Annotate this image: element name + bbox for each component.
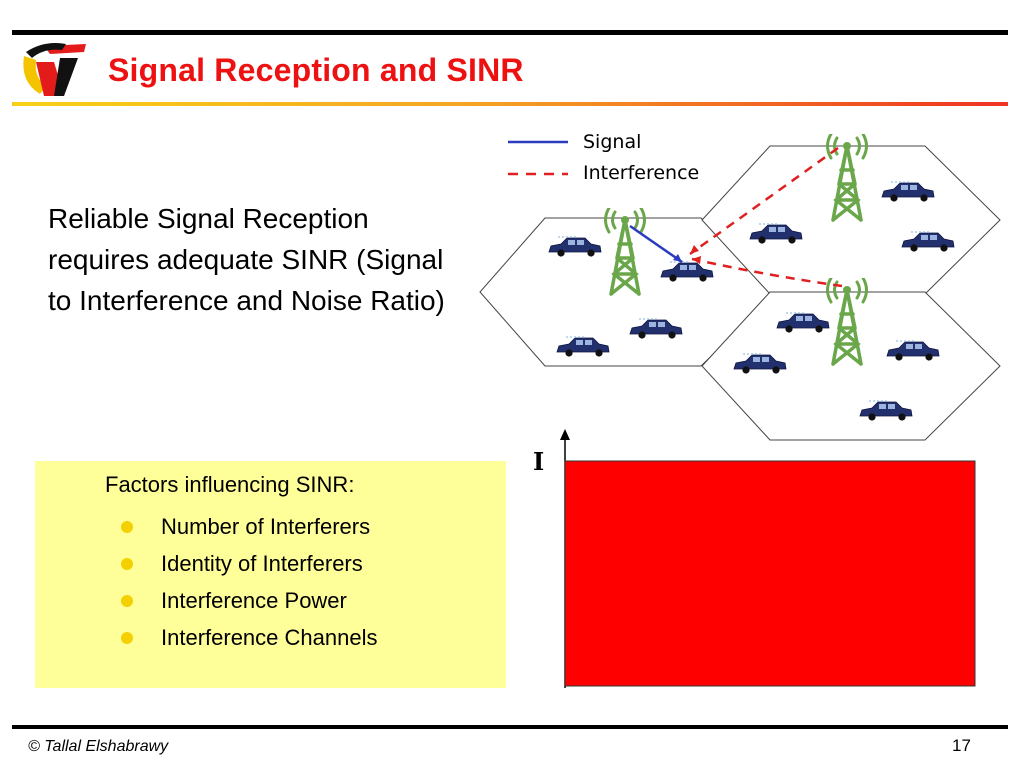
hex-cell-bottom-right (701, 291, 1001, 441)
footer-copyright: © Tallal Elshabrawy (28, 738, 169, 755)
factor-label: Number of Interferers (161, 513, 371, 539)
legend-interference-label: Interference (583, 162, 699, 184)
factor-label: Interference Channels (161, 624, 378, 650)
list-item: Interference Power (121, 582, 377, 619)
cellular-network-diagram: Signal Interference (479, 131, 1001, 441)
hex-cell-left (479, 217, 779, 367)
y-axis-label: I (533, 447, 545, 476)
factors-panel: Factors influencing SINR: Number of Inte… (35, 461, 506, 688)
bullet-icon (121, 557, 133, 570)
factor-label: Identity of Interferers (161, 550, 363, 576)
bullet-icon (121, 631, 133, 644)
top-rule (12, 30, 1008, 35)
list-item: Number of Interferers (121, 508, 377, 545)
page-title: Signal Reception and SINR (108, 52, 524, 88)
cv-logo-icon (23, 43, 86, 96)
legend-signal-label: Signal (583, 131, 641, 153)
signal-path (629, 224, 683, 264)
y-axis-arrow-icon (560, 429, 570, 440)
main-statement: Reliable Signal Reception requires adequ… (48, 203, 445, 316)
interference-level-block (564, 460, 976, 687)
page-number: 17 (952, 736, 971, 755)
interference-path-top (689, 146, 839, 256)
bottom-rule (12, 725, 1008, 729)
title-underline (12, 102, 1008, 106)
list-item: Interference Channels (121, 619, 377, 656)
list-item: Identity of Interferers (121, 545, 377, 582)
interference-chart (560, 429, 976, 688)
factor-label: Interference Power (161, 587, 347, 613)
bullet-icon (121, 594, 133, 607)
interference-path-bottom (691, 257, 843, 288)
factors-title: Factors influencing SINR: (105, 472, 355, 497)
bullet-icon (121, 520, 133, 533)
factors-list: Number of Interferers Identity of Interf… (121, 508, 377, 656)
